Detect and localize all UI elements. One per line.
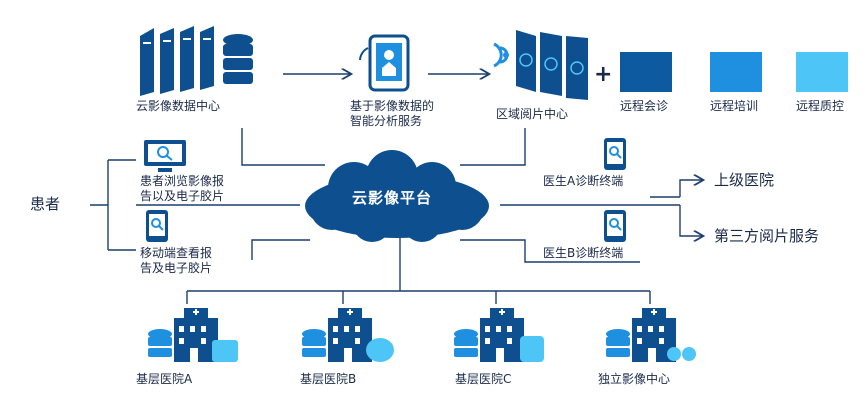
imaging-center-icon <box>606 308 696 362</box>
doctor-a-mobile-icon <box>604 138 626 170</box>
platform-label: 云影像平台 <box>351 189 432 207</box>
hospital-c-label: 基层医院C <box>455 372 512 386</box>
monitor-search-icon <box>144 140 186 172</box>
doctor-b-mobile-icon <box>604 210 626 242</box>
monitors-icon <box>493 30 588 100</box>
superior-hospital-label: 上级医院 <box>714 171 775 189</box>
hospital-a-label: 基层医院A <box>136 372 193 386</box>
patient-item-1-line1: 患者浏览影像报 <box>140 174 225 188</box>
patient-item-2-line1: 移动端查看报 <box>140 246 213 260</box>
mobile-search-icon <box>146 210 168 242</box>
patient-item-1-line2: 告以及电子胶片 <box>140 189 225 203</box>
arrow-superior-hospital <box>679 180 702 197</box>
analysis-label-line1: 基于影像数据的 <box>350 99 435 113</box>
hospital-a-icon <box>148 308 238 362</box>
imaging-center-label: 独立影像中心 <box>598 372 671 386</box>
smart-analysis-icon <box>359 34 410 92</box>
analysis-label-line2: 智能分析服务 <box>350 114 423 128</box>
cloud-icon <box>305 150 489 242</box>
patient-item-2-line2: 告及电子胶片 <box>140 261 213 275</box>
patient-label: 患者 <box>30 195 61 213</box>
server-database-icon <box>140 26 253 96</box>
plus-sign: + <box>594 62 613 87</box>
service-square-consultation <box>620 52 672 92</box>
service-square-quality <box>796 52 848 92</box>
hospital-b-icon <box>302 308 394 362</box>
doctor-b-label: 医生B诊断终端 <box>543 246 624 260</box>
hospital-b-label: 基层医院B <box>300 372 357 386</box>
service-label-training: 远程培训 <box>710 99 759 113</box>
hospital-c-icon <box>454 308 544 362</box>
reading-center-label: 区域阅片中心 <box>496 107 569 121</box>
cloud-data-center-label: 云影像数据中心 <box>136 99 221 113</box>
arrow-third-party <box>679 205 702 236</box>
service-label-consultation: 远程会诊 <box>620 99 669 113</box>
service-label-quality: 远程质控 <box>796 99 845 113</box>
doctor-a-label: 医生A诊断终端 <box>543 174 624 188</box>
service-square-training <box>710 52 762 92</box>
third-party-label: 第三方阅片服务 <box>714 227 820 245</box>
